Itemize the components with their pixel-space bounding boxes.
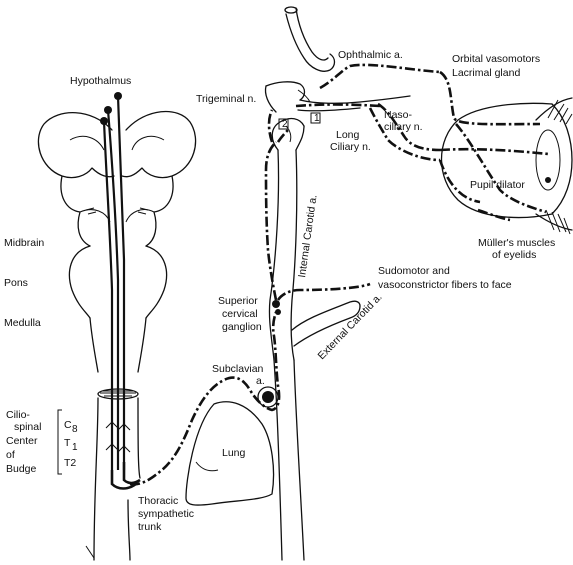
- subclavian-artery: [257, 386, 279, 408]
- label-ciliospinal-2: spinal: [14, 421, 41, 433]
- lung: [185, 401, 275, 506]
- label-long-2: Ciliary n.: [330, 141, 371, 153]
- label-internal-carotid: Internal Carotid a.: [296, 194, 319, 278]
- label-lacrimal-gland: Lacrimal gland: [452, 67, 520, 79]
- label-t1-sub: 1: [72, 442, 78, 453]
- superior-cervical-ganglion: [272, 300, 280, 308]
- label-c8: C: [64, 419, 72, 431]
- label-pupil-dilator: Pupil dilator: [470, 179, 525, 191]
- label-midbrain: Midbrain: [4, 237, 44, 249]
- label-of: of: [6, 449, 15, 461]
- label-hypothalmus: Hypothalmus: [70, 75, 131, 87]
- label-subclavian-1: Subclavian: [212, 363, 264, 375]
- segment-bracket: [57, 409, 62, 475]
- label-t2: T2: [64, 457, 76, 469]
- label-superior-3: ganglion: [222, 321, 262, 333]
- label-center: Center: [6, 435, 38, 447]
- label-pons: Pons: [4, 277, 28, 289]
- label-ciliospinal-1: Cilio-: [6, 409, 30, 421]
- label-sudomotor-1: Sudomotor and: [378, 265, 450, 277]
- label-c8-sub: 8: [72, 424, 78, 435]
- brainstem: [37, 110, 197, 561]
- label-subclavian-2: a.: [256, 375, 265, 387]
- label-orbital-vasomotors: Orbital vasomotors: [452, 53, 540, 65]
- label-sudomotor-2: vasoconstrictor fibers to face: [378, 279, 512, 291]
- label-naso-1: Naso-: [384, 109, 413, 121]
- hypothalamic-fibers: [100, 92, 141, 490]
- label-medulla: Medulla: [4, 317, 41, 329]
- label-thoracic-2: sympathetic: [138, 508, 194, 520]
- label-thoracic-1: Thoracic: [138, 495, 178, 507]
- ganglion-node: [275, 309, 281, 315]
- label-t1: T: [64, 437, 71, 449]
- label-superior-2: cervical: [222, 308, 258, 320]
- label-trigeminal: Trigeminal n.: [196, 93, 256, 105]
- label-long-1: Long: [336, 129, 360, 141]
- label-mullers-1: Müller's muscles: [478, 237, 555, 249]
- label-mullers-2: of eyelids: [492, 249, 536, 261]
- marker-2: 2: [282, 119, 288, 130]
- label-lung: Lung: [222, 447, 246, 459]
- eye: [440, 97, 573, 235]
- label-naso-2: ciliary n.: [384, 121, 423, 133]
- label-thoracic-3: trunk: [138, 521, 162, 533]
- label-ophthalmic: Ophthalmic a.: [338, 49, 403, 61]
- marker-1: 1: [314, 113, 320, 124]
- label-superior-1: Superior: [218, 295, 258, 307]
- sympathetic-pathway: [129, 63, 549, 486]
- label-budge: Budge: [6, 463, 37, 475]
